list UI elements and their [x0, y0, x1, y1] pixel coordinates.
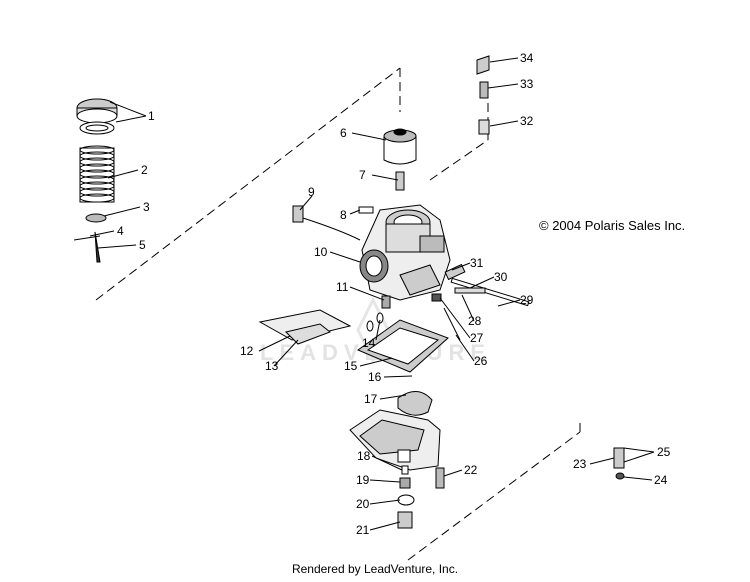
callout-22: 22 [464, 463, 478, 477]
throttle-slide [383, 128, 417, 165]
side-parts [431, 263, 530, 341]
callout-26: 26 [474, 354, 488, 368]
callout-20: 20 [356, 497, 370, 511]
callout-34: 34 [520, 51, 534, 65]
callout-30: 30 [494, 270, 508, 284]
callout-10: 10 [314, 245, 328, 259]
callout-25: 25 [657, 445, 671, 459]
callout-18: 18 [357, 449, 371, 463]
upper-right-parts [476, 55, 490, 135]
callout-23: 23 [573, 457, 587, 471]
callout-4: 4 [117, 224, 124, 238]
callout-13: 13 [265, 359, 279, 373]
carburetor-body [359, 204, 451, 309]
callout-12: 12 [240, 344, 254, 358]
float-bowl [349, 391, 441, 471]
callout-15: 15 [344, 359, 358, 373]
callout-14: 14 [362, 336, 376, 350]
left-part-stack [73, 98, 118, 263]
callout-31: 31 [470, 256, 484, 270]
callout-33: 33 [520, 77, 534, 91]
assembly-lines [95, 67, 581, 561]
callout-24: 24 [654, 473, 668, 487]
callout-labels: 1 2 3 4 5 6 7 8 9 10 11 12 13 14 15 16 1… [117, 51, 671, 537]
footer-credit: Rendered by LeadVenture, Inc. [291, 562, 459, 576]
callout-16: 16 [368, 370, 382, 384]
callout-7: 7 [359, 168, 366, 182]
callout-28: 28 [468, 314, 482, 328]
callout-3: 3 [143, 200, 150, 214]
callout-6: 6 [340, 126, 347, 140]
callout-1: 1 [148, 109, 155, 123]
callout-11: 11 [336, 280, 349, 294]
callout-19: 19 [356, 473, 370, 487]
callout-32: 32 [520, 114, 534, 128]
callout-17: 17 [364, 392, 378, 406]
float-gasket [356, 312, 449, 373]
callout-5: 5 [139, 238, 146, 252]
callout-29: 29 [520, 293, 534, 307]
copyright-notice: © 2004 Polaris Sales Inc. [539, 218, 686, 233]
callout-8: 8 [340, 208, 347, 222]
drain-parts [397, 465, 415, 529]
callout-21: 21 [356, 523, 370, 537]
callout-9: 9 [308, 185, 315, 199]
leader-lines [89, 57, 655, 531]
callout-27: 27 [470, 331, 484, 345]
callout-2: 2 [141, 163, 148, 177]
gasket-plate [258, 309, 352, 345]
